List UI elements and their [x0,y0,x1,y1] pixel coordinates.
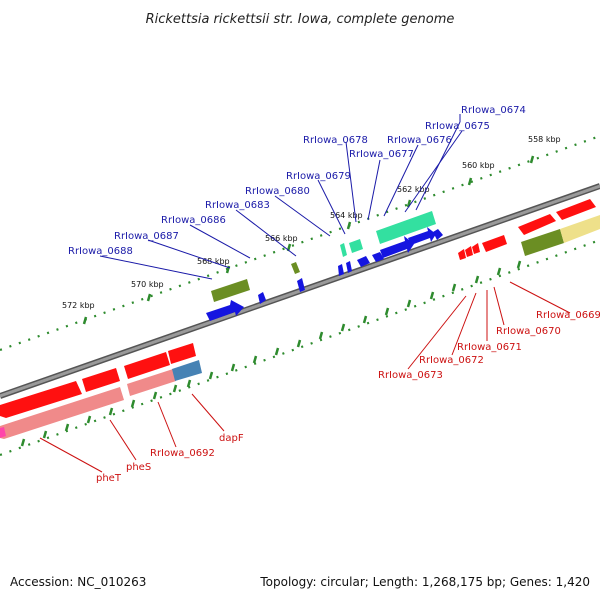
gene-magenta-small [0,427,6,438]
ruler-labels: 558 kbp 560 kbp 562 kbp 564 kbp 566 kbp … [62,135,561,310]
inner-tick-track [0,238,600,457]
gene-label-dapf: dapF [219,433,244,444]
gene-label-rriowa-0687: RrIowa_0687 [114,231,179,242]
gene-label-rriowa-0686: RrIowa_0686 [161,215,226,226]
gene-pink-block [0,387,124,439]
ruler-label-564: 564 kbp [330,211,363,220]
gene-red-arrow [518,214,556,235]
ruler-label-560: 560 kbp [462,161,495,170]
bottom-gene-labels: RrIowa_0669 RrIowa_0670 RrIowa_0671 RrIo… [96,310,600,484]
inner-major-ticks [20,260,522,447]
gene-red-arrow [556,199,596,220]
gene-blue-arrow [346,261,352,273]
gene-red-arrow [482,235,507,252]
gene-label-rriowa-0671: RrIowa_0671 [457,342,522,353]
gene-khaki-block [560,215,600,243]
ruler-label-562: 562 kbp [397,185,430,194]
gene-label-rriowa-0692: RrIowa_0692 [150,448,215,459]
ruler-label-566: 566 kbp [265,234,298,243]
gene-pink-block [127,369,176,396]
gene-olive-block [211,279,250,302]
ruler-label-568: 568 kbp [197,257,230,266]
gene-label-rriowa-0675: RrIowa_0675 [425,121,490,132]
gene-olive-small [291,262,300,274]
gene-mint-block [376,211,436,244]
gene-blue-arrow [297,278,305,292]
gene-label-phet: pheT [96,473,122,484]
ruler-label-558: 558 kbp [528,135,561,144]
accession-text: Accession: NC_010263 [10,575,146,589]
gene-olive-block [521,229,564,256]
gene-red-arrow [168,343,196,364]
gene-label-rriowa-0672: RrIowa_0672 [419,355,484,366]
gene-blue-arrow [357,256,370,267]
gene-blue-arrow [380,236,414,258]
ruler-label-570: 570 kbp [131,280,164,289]
gene-red-arrow [124,352,170,379]
top-leader-lines [99,114,463,280]
gene-blue-arrow [206,300,244,321]
gene-red-arrow [465,246,473,257]
gene-blue-arrow [408,227,436,245]
gene-label-rriowa-0674: RrIowa_0674 [461,105,526,116]
gene-label-phes: pheS [126,462,151,473]
ruler-label-572: 572 kbp [62,301,95,310]
gene-red-arrow [458,249,466,260]
gene-blue-arrow [372,252,384,262]
forward-blue-genes [206,227,443,321]
gene-red-arrow [0,381,82,418]
gene-label-rriowa-0677: RrIowa_0677 [349,149,414,160]
gene-mint-block [349,239,363,253]
gene-label-rriowa-0678: RrIowa_0678 [303,135,368,146]
left-genes [0,343,202,439]
gene-label-rriowa-0676: RrIowa_0676 [387,135,452,146]
gene-label-rriowa-0680: RrIowa_0680 [245,186,310,197]
gene-blue-arrow [338,264,344,276]
gene-steel-block [172,360,202,381]
gene-mint-small [340,243,347,257]
bottom-leader-lines [39,281,571,473]
gene-blue-arrow [433,229,443,240]
olive-genes [211,215,600,302]
gene-label-rriowa-0688: RrIowa_0688 [68,246,133,257]
map-title: Rickettsia rickettsii str. Iowa, complet… [146,12,455,27]
gene-red-arrow [82,368,120,392]
genome-summary-text: Topology: circular; Length: 1,268,175 bp… [259,575,590,589]
reverse-red-genes-right [458,235,507,260]
gene-label-rriowa-0669: RrIowa_0669 [536,310,600,321]
forward-gene-group-right [340,199,596,257]
gene-label-rriowa-0683: RrIowa_0683 [205,200,270,211]
top-gene-labels: RrIowa_0674 RrIowa_0675 RrIowa_0676 RrIo… [68,105,526,257]
gene-label-rriowa-0679: RrIowa_0679 [286,171,351,182]
gene-label-rriowa-0670: RrIowa_0670 [496,326,561,337]
outer-tick-track [0,134,600,352]
gene-red-arrow [472,243,480,254]
gene-label-rriowa-0673: RrIowa_0673 [378,370,443,381]
gene-blue-arrow [258,292,266,304]
